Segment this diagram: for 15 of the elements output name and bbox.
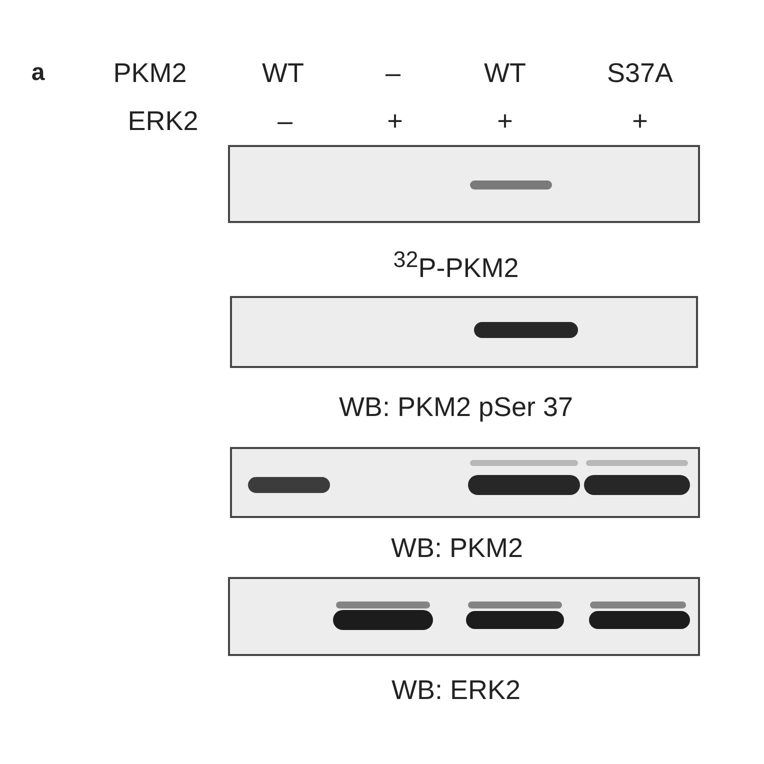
minus-sign: –	[277, 106, 293, 136]
blot-caption: WB: ERK2	[391, 675, 521, 705]
column-label: S37A	[606, 58, 674, 88]
plus-sign: +	[387, 106, 403, 136]
column-label: –	[385, 58, 401, 88]
blot-caption: WB: PKM2	[390, 533, 524, 563]
row-label: PKM2	[113, 58, 187, 88]
panel-letter: a	[31, 58, 45, 88]
blot-caption: WB: PKM2 pSer 37	[338, 392, 574, 422]
column-label: WT	[484, 58, 526, 88]
blot-caption: $^{32}$P-PKM2	[393, 246, 519, 283]
column-label: WT	[262, 58, 304, 88]
row-label: ERK2	[128, 106, 198, 136]
plus-sign: +	[497, 106, 513, 136]
plus-sign: +	[632, 106, 648, 136]
